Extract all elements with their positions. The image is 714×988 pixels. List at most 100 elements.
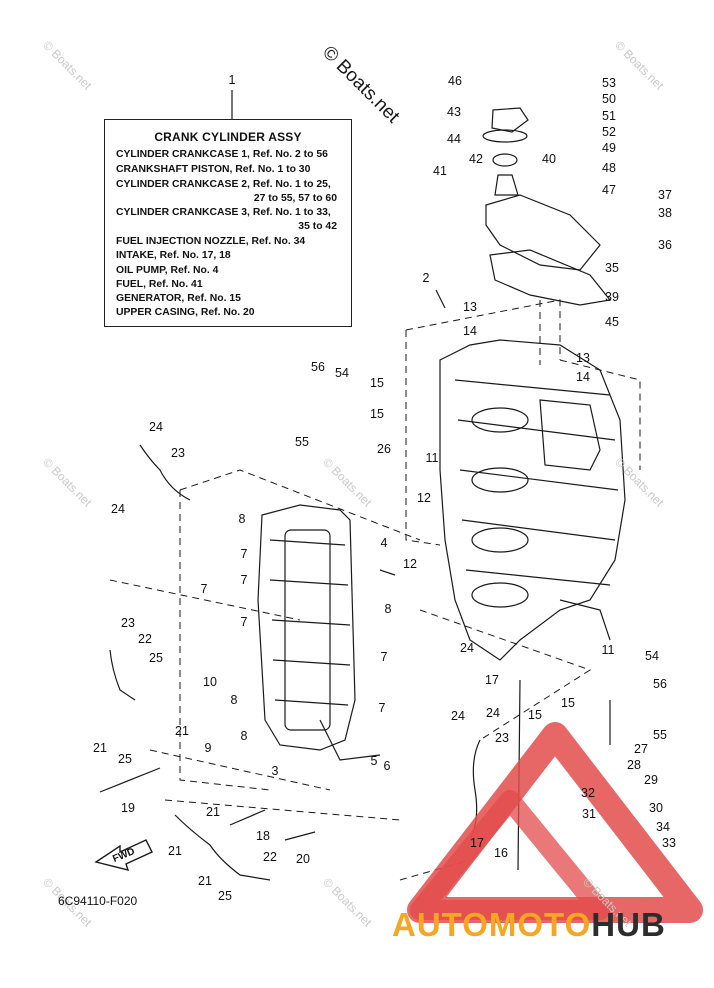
callout-number: 52 [602,125,616,139]
callout-number: 6 [383,759,391,773]
callout-number: 24 [460,641,474,655]
callout-number: 33 [662,836,676,850]
part-code: 6C94110-F020 [58,894,138,908]
info-line: CYLINDER CRANKCASE 3, Ref. No. 1 to 33, [116,207,331,218]
callout-number: 56 [311,360,325,374]
callout-number: 14 [463,324,477,338]
callout-number: 51 [602,109,616,123]
callout-number: 24 [486,706,500,720]
callout-number: 24 [149,420,163,434]
fwd-arrow-icon [94,839,153,871]
callout-number: 15 [370,376,384,390]
info-line: 35 to 42 [298,221,337,232]
callout-number: 8 [238,512,246,526]
callout-number: 12 [417,491,431,505]
callout-number: 7 [200,582,208,596]
callout-number: 16 [494,846,508,860]
callout-number: 31 [582,807,596,821]
callout-number: 32 [581,786,595,800]
callout-number: 13 [576,351,590,365]
brand-wordmark: AUTOMOTOHUB [392,906,666,944]
callout-number: 45 [605,315,619,329]
callout-number: 46 [448,74,462,88]
callout-number: 21 [198,874,212,888]
callout-number: 56 [653,677,667,691]
info-line: FUEL, Ref. No. 41 [116,279,203,290]
callout-number: 55 [295,435,309,449]
info-line: INTAKE, Ref. No. 17, 18 [116,250,231,261]
callout-number: 54 [335,366,349,380]
callout-number: 39 [605,290,619,304]
callout-number: 25 [149,651,163,665]
callout-number: 21 [168,844,182,858]
cylinder-block [257,504,356,751]
callout-number: 7 [378,701,386,715]
callout-number: 8 [230,693,238,707]
callout-number: 21 [175,724,189,738]
callout-number: 13 [463,300,477,314]
callout-number: 22 [263,850,277,864]
callout-number: 40 [542,152,556,166]
callout-number: 21 [206,805,220,819]
callout-number: 15 [370,407,384,421]
brand-part-1: AUTOMOTO [392,906,592,943]
callout-number: 22 [138,632,152,646]
callout-number: 12 [403,557,417,571]
info-line: CYLINDER CRANKCASE 1, Ref. No. 2 to 56 [116,149,328,160]
callout-number: 20 [296,852,310,866]
callout-number: 11 [425,451,439,465]
callout-number: 29 [644,773,658,787]
callout-number: 8 [240,729,248,743]
callout-number: 38 [658,206,672,220]
callout-number: 53 [602,76,616,90]
callout-number: 28 [627,758,641,772]
callout-number: 43 [447,105,461,119]
callout-number: 23 [495,731,509,745]
callout-number: 49 [602,141,616,155]
callout-number: 9 [204,741,212,755]
crankcase-body [439,339,626,661]
callout-number: 30 [649,801,663,815]
callout-number: 17 [470,836,484,850]
callout-number: 27 [634,742,648,756]
callout-number: 15 [528,708,542,722]
callout-number: 25 [118,752,132,766]
info-line: FUEL INJECTION NOZZLE, Ref. No. 34 [116,236,306,247]
callout-number: 15 [561,696,575,710]
info-line: OIL PUMP, Ref. No. 4 [116,265,219,276]
callout-number: 18 [256,829,270,843]
info-line: CRANKSHAFT PISTON, Ref. No. 1 to 30 [116,164,311,175]
brand-part-2: HUB [591,906,666,943]
callout-number: 26 [377,442,391,456]
callout-number: 37 [658,188,672,202]
callout-number: 7 [240,573,248,587]
callout-number: 34 [656,820,670,834]
callout-number: 41 [433,164,447,178]
gasket [489,249,612,306]
callout-number: 47 [602,183,616,197]
callout-number: 7 [380,650,388,664]
brand-logo-mark [407,722,703,923]
callout-number: 2 [422,271,430,285]
callout-number: 8 [384,602,392,616]
callout-number: 1 [228,73,236,87]
info-title: CRANK CYLINDER ASSY [154,130,302,144]
callout-number: 11 [601,643,615,657]
callout-number: 55 [653,728,667,742]
callout-number: 35 [605,261,619,275]
callout-number: 54 [645,649,659,663]
callout-number: 5 [370,754,378,768]
callout-number: 25 [218,889,232,903]
info-line: 27 to 55, 57 to 60 [253,193,337,204]
top-cover [485,194,601,271]
callout-number: 21 [93,741,107,755]
callout-number: 23 [121,616,135,630]
callout-number: 14 [576,370,590,384]
callout-number: 4 [380,536,388,550]
callout-number: 50 [602,92,616,106]
callout-number: 19 [121,801,135,815]
callout-number: 42 [469,152,483,166]
info-line: GENERATOR, Ref. No. 15 [116,293,241,304]
